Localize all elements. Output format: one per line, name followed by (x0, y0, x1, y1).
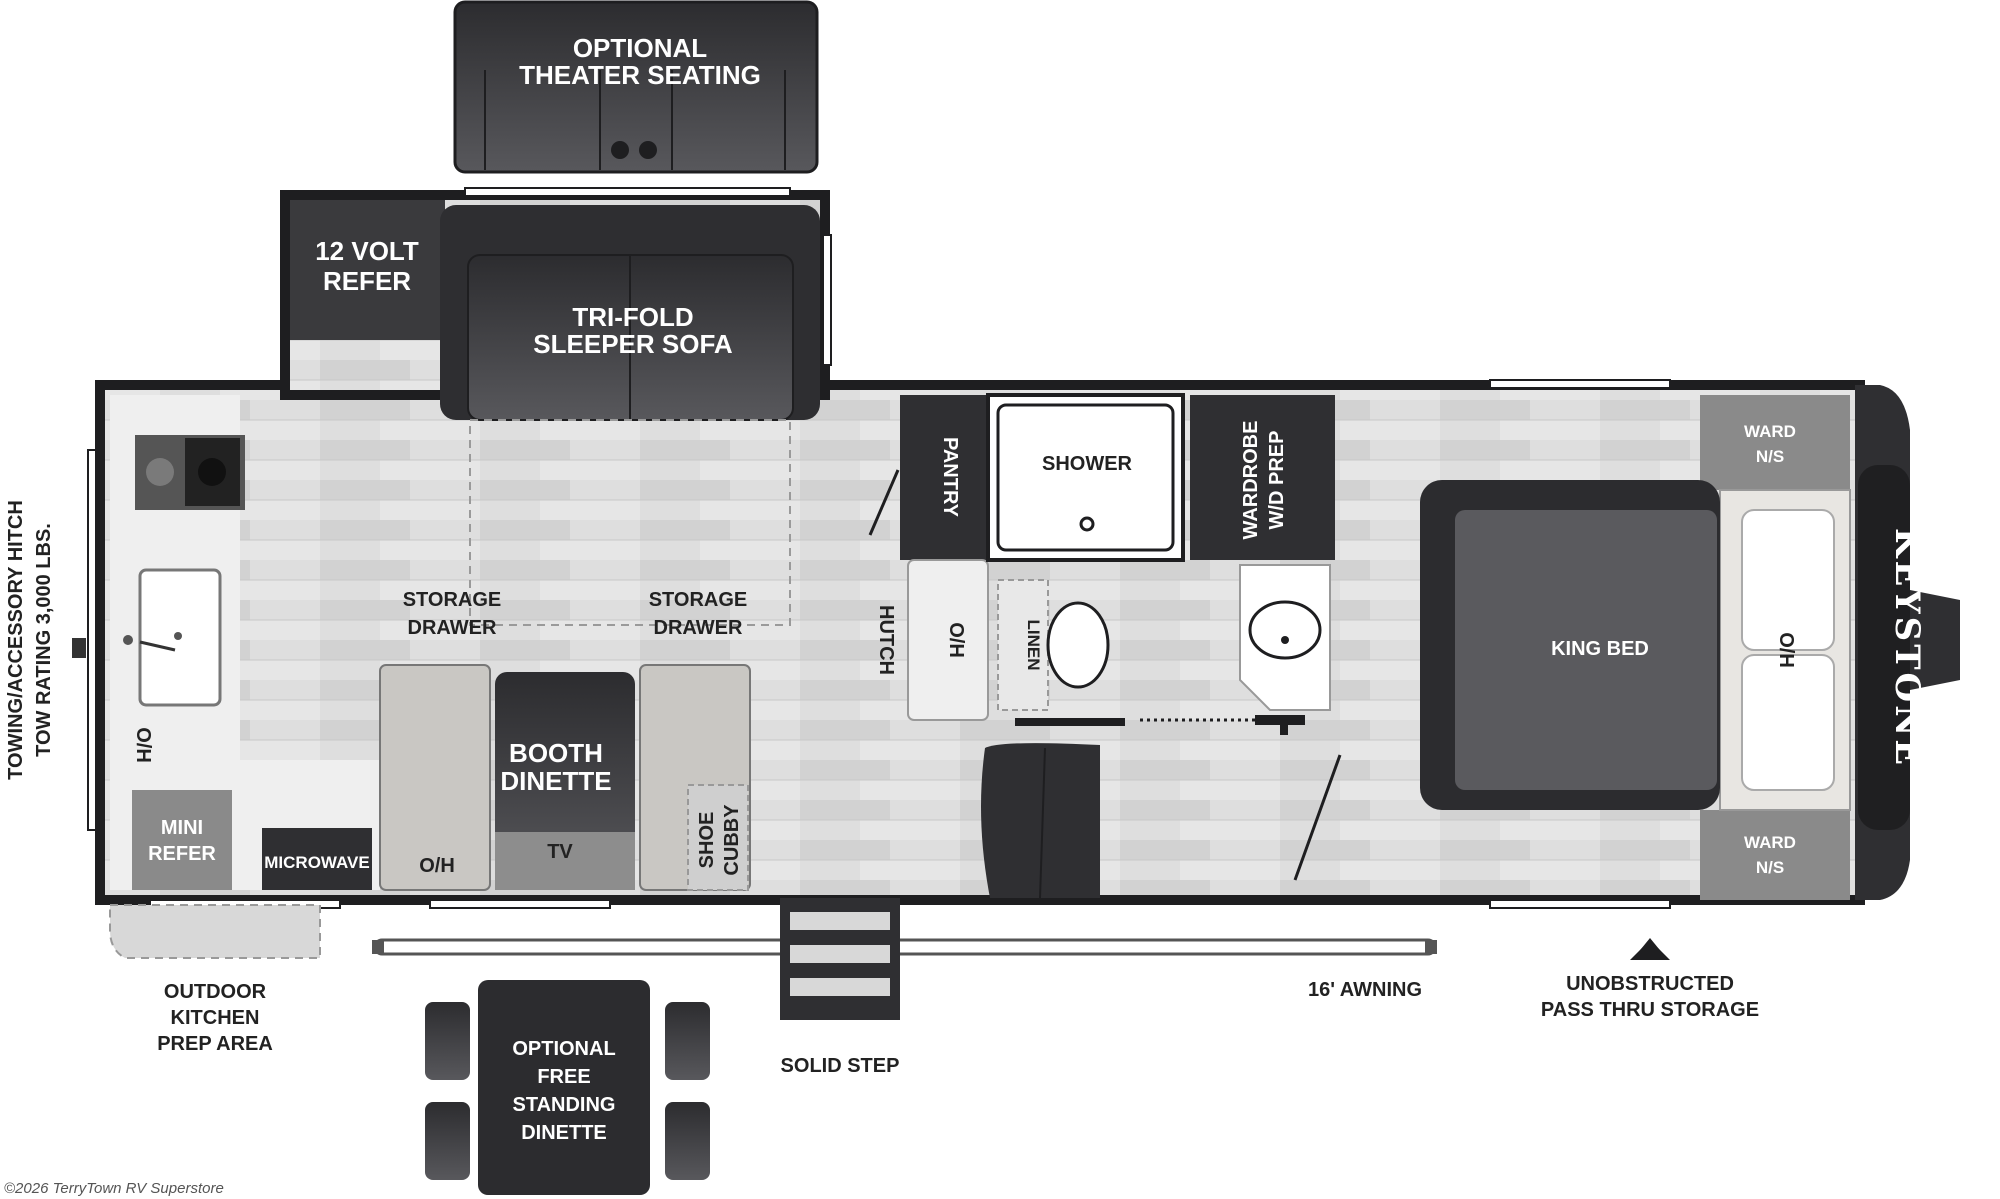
watermark: ©2026 TerryTown RV Superstore (4, 1180, 224, 1197)
wardrobe-label-2: W/D PREP (1266, 431, 1288, 530)
outdoor-kitchen-label-3: PREP AREA (157, 1033, 273, 1055)
bedroom: WARD N/S WARD N/S O/H KING BED KEYSTONE (1420, 395, 1927, 900)
microwave: MICROWAVE (262, 828, 372, 890)
outdoor-kitchen-label-2: KITCHEN (171, 1007, 260, 1029)
pass-thru-label-1: UNOBSTRUCTED (1566, 973, 1734, 995)
pantry: PANTRY (900, 395, 988, 560)
mini-refer-label-2: REFER (148, 843, 216, 865)
pantry-label: PANTRY (939, 437, 961, 518)
microwave-label: MICROWAVE (264, 853, 369, 872)
storage-drawer-left-label-2: DRAWER (408, 617, 497, 639)
free-dinette-label-1: OPTIONAL (512, 1038, 615, 1060)
booth-dinette-label-2: DINETTE (500, 766, 611, 796)
theater-seating: OPTIONAL THEATER SEATING (453, 0, 819, 174)
ward-bottom-label-2: N/S (1756, 858, 1784, 877)
booth-dinette-label-1: BOOTH (509, 738, 603, 768)
storage-drawer-right-label-2: DRAWER (654, 617, 743, 639)
towing-rating: TOWING/ACCESSORY HITCH TOW RATING 3,000 … (5, 500, 55, 780)
hutch: HUTCH O/H (875, 559, 989, 721)
free-dinette-label-4: DINETTE (521, 1122, 607, 1144)
ward-top-label-2: N/S (1756, 447, 1784, 466)
kitchen: O/H (72, 395, 380, 890)
pass-thru-label-2: PASS THRU STORAGE (1541, 999, 1759, 1021)
windows (87, 187, 1671, 909)
outdoor-kitchen: OUTDOOR KITCHEN PREP AREA (109, 904, 321, 1055)
awning: 16' AWNING (372, 938, 1437, 1001)
refer-12v-label-1: 12 VOLT (315, 236, 419, 266)
towing-label-2: TOW RATING 3,000 LBS. (33, 523, 55, 757)
outdoor-kitchen-label-1: OUTDOOR (164, 981, 267, 1003)
refer-12v-label-2: REFER (323, 266, 411, 296)
free-dinette-label-2: FREE (537, 1066, 590, 1088)
storage-drawer-left-label-1: STORAGE (403, 589, 502, 611)
linen-label: LINEN (1024, 620, 1043, 671)
sleeper-sofa-label-2: SLEEPER SOFA (533, 329, 733, 359)
solid-step: SOLID STEP (780, 898, 900, 1077)
refer-12v: 12 VOLT REFER (290, 200, 445, 340)
free-standing-dinette: OPTIONAL FREE STANDING DINETTE (425, 980, 710, 1195)
awning-label: 16' AWNING (1308, 979, 1422, 1001)
theater-seating-label-1: OPTIONAL (573, 33, 707, 63)
mini-refer-label-1: MINI (161, 817, 203, 839)
storage-drawers: STORAGE DRAWER STORAGE DRAWER (403, 589, 748, 639)
shoe-cubby-label-2: CUBBY (721, 804, 743, 876)
pass-thru-storage: UNOBSTRUCTED PASS THRU STORAGE (1541, 938, 1759, 1021)
kitchen-oh-label: O/H (132, 727, 154, 763)
tri-fold-sleeper-sofa: TRI-FOLD SLEEPER SOFA (440, 205, 820, 626)
mini-refer: MINI REFER (132, 790, 232, 890)
ward-bottom-label-1: WARD (1744, 833, 1796, 852)
towing-label-1: TOWING/ACCESSORY HITCH (5, 500, 27, 780)
hutch-label: HUTCH (875, 605, 897, 675)
theater-seating-label-2: THEATER SEATING (519, 60, 761, 90)
entry-door (868, 469, 1342, 899)
sleeper-sofa-label-1: TRI-FOLD (572, 302, 693, 332)
tv-label: TV (547, 841, 573, 863)
wardrobe-label-1: WARDROBE (1240, 421, 1262, 540)
ward-top-label-1: WARD (1744, 422, 1796, 441)
storage-drawer-right-label-1: STORAGE (649, 589, 748, 611)
king-bed-label: KING BED (1551, 638, 1649, 660)
hutch-oh-label: O/H (945, 622, 967, 658)
free-dinette-label-3: STANDING (513, 1094, 616, 1116)
bed-oh-label: O/H (1775, 632, 1797, 668)
solid-step-label: SOLID STEP (781, 1055, 900, 1077)
shoe-cubby-label-1: SHOE (696, 812, 718, 869)
shower-label: SHOWER (1042, 453, 1133, 475)
shoe-cubby: SHOE CUBBY (687, 784, 749, 891)
dinette-oh-label: O/H (419, 855, 455, 877)
bathroom: SHOWER LINEN WARDROBE W/D PREP (986, 393, 1335, 735)
brand-logo: KEYSTONE (1887, 528, 1927, 768)
